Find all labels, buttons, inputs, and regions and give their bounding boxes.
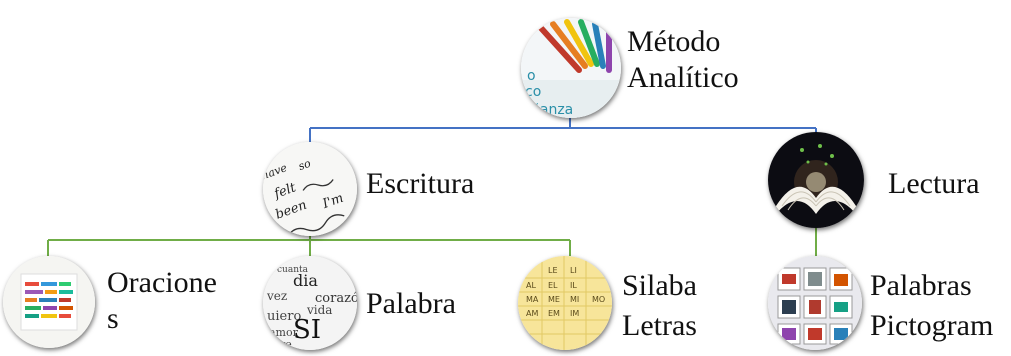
pictogram-cards-image bbox=[768, 256, 862, 350]
escritura-label: Escritura bbox=[366, 167, 475, 200]
oraciones-label: Oracione s bbox=[107, 266, 217, 335]
image-text-2: co bbox=[525, 84, 541, 100]
image-text-1: o bbox=[527, 68, 536, 84]
syllable-5: IL bbox=[570, 281, 577, 290]
syllable-2: LI bbox=[570, 266, 577, 275]
pictogram-label: Palabras Pictogram bbox=[870, 269, 994, 342]
root-label: Método Analítico bbox=[627, 25, 739, 94]
script-word-2: so bbox=[297, 157, 313, 174]
syllable-7: ME bbox=[548, 295, 560, 304]
handwriting-image: have so felt been I'm bbox=[263, 142, 357, 236]
cloud-word-3: vez bbox=[266, 289, 287, 303]
cloud-word-4: corazón bbox=[315, 291, 357, 306]
syllable-3: AL bbox=[526, 281, 536, 290]
syllable-10: AM bbox=[526, 309, 538, 318]
word-cloud-image: cuanta dia vez corazón vida uiero SI amo… bbox=[263, 256, 357, 350]
script-word-5: I'm bbox=[320, 191, 346, 213]
palabra-label: Palabra bbox=[366, 287, 456, 320]
syllable-12: IM bbox=[570, 309, 579, 318]
lectura-label: Lectura bbox=[888, 167, 980, 200]
colored-pencils-image: o co ñanza bbox=[521, 18, 621, 118]
syllable-8: MI bbox=[570, 295, 579, 304]
syllable-11: EM bbox=[548, 309, 560, 318]
cloud-word-8: amor bbox=[269, 326, 299, 339]
syllable-6: MA bbox=[526, 295, 539, 304]
syllable-4: EL bbox=[548, 281, 558, 290]
sentence-strips-image bbox=[3, 256, 95, 348]
cloud-word-2: dia bbox=[293, 271, 318, 290]
cloud-word-6: uiero bbox=[267, 309, 301, 324]
syllable-chart-image: LE LI AL EL IL MA ME MI MO AM EM IM bbox=[518, 256, 612, 350]
cloud-word-5: vida bbox=[306, 303, 332, 317]
root-connector bbox=[309, 117, 817, 142]
silaba-label: Silaba Letras bbox=[622, 269, 697, 342]
syllable-9: MO bbox=[592, 295, 605, 304]
cloud-word-1: cuanta bbox=[277, 265, 309, 275]
syllable-1: LE bbox=[548, 266, 558, 275]
cloud-word-7: SI bbox=[293, 315, 321, 345]
open-book-image bbox=[768, 132, 864, 228]
